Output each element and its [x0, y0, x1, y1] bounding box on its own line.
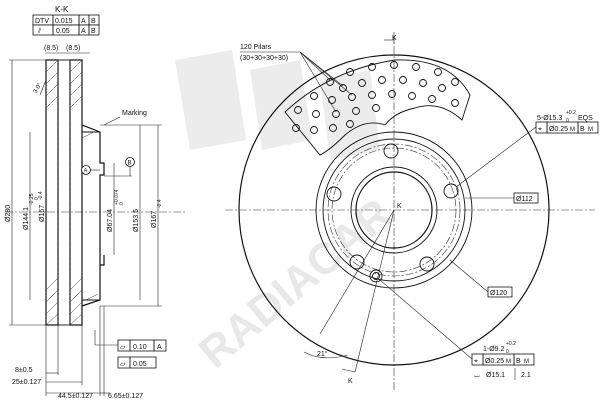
dim-280: Ø280 [5, 205, 12, 222]
vane-thickness-left: (8.5) [44, 45, 58, 52]
fcf-pin-datum: B [516, 358, 521, 365]
pcd-112-box: Ø112 [513, 192, 539, 204]
watermark-logo: RADIACAR [175, 50, 401, 378]
fcf-flat-val: 0.10 [133, 344, 147, 351]
fcf-pin-sym: ⌖ [474, 358, 478, 365]
horizontal-dimensions [45, 306, 110, 396]
pillar-cutaway [284, 59, 471, 156]
pin-depth-val: 2.1 [521, 372, 531, 379]
bolt-holes [326, 143, 459, 272]
fcf-par2-sym: ▱ [120, 361, 126, 368]
dim-153: Ø153.5 [133, 209, 140, 232]
pcd-120-box: Ø120 [487, 286, 513, 298]
pin-label: 1-Ø9.2 [483, 346, 505, 353]
cut-line-k [319, 36, 395, 373]
vertical-dimensions [9, 59, 162, 326]
holes-tol-lower: 0 [566, 118, 569, 124]
marking-label: Marking [122, 110, 147, 117]
holes-tol-upper: +0.2 [566, 110, 576, 116]
fcf-pin-tol: Ø0.25 [485, 358, 504, 365]
fcf-dtv: DTV 0.015 A B [32, 14, 100, 26]
pin-depth-sym: ⌴ [474, 372, 480, 379]
fcf-holes-m2: M [588, 127, 593, 133]
fcf-holes-m: M [570, 127, 575, 133]
dim-67: Ø67.04 [107, 209, 114, 232]
dim-167a: Ø167 [39, 205, 46, 222]
dim-167b: Ø167 [151, 211, 158, 228]
cut-k-top: K [392, 35, 397, 42]
angle-21: 21° [317, 350, 328, 358]
fcf-par-datum-a: A [81, 28, 86, 35]
datum-b: B [128, 161, 132, 167]
angle-label: 3.0° [33, 82, 44, 95]
holes-label: 5-Ø15.3 [537, 115, 562, 122]
dim-167a-tol: -0.4 [38, 191, 44, 200]
fcf-parallelism: ⫽ 0.05 A B [32, 24, 100, 36]
dim-8: 8±0.5 [15, 367, 33, 374]
fcf-par-value: 0.05 [56, 28, 70, 35]
holes-eqs: EQS [578, 115, 593, 122]
fcf-par-datum-b: B [91, 28, 96, 35]
fcf-par2-val: 0.05 [133, 361, 147, 368]
fcf-flatness: ⏥ 0.10 A [117, 339, 167, 352]
dim-144-tol-lower: 0 [34, 197, 40, 200]
fcf-holes-datum: B [580, 126, 585, 133]
fcf-flat-sym: ⏥ [120, 344, 126, 351]
pin-tol-upper: +0.2 [506, 341, 516, 347]
pin-depth: Ø15.1 [486, 372, 505, 379]
disc-section [45, 59, 105, 326]
dim-67-tol-lower: 0 [119, 202, 125, 205]
pillars-label: 120 Pilars [240, 44, 272, 51]
dim-144: Ø144.1 [23, 207, 30, 230]
fcf-pin-m2: M [524, 359, 529, 365]
fcf-holes: ⌖ Ø0.25 M B M [535, 121, 599, 134]
fcf-dtv-datum-b: B [91, 18, 96, 25]
dim-144-tol-upper: -0.25 [29, 193, 35, 205]
dim-67-tol-upper: +0.074 [114, 189, 120, 205]
fcf-par-symbol: ⫽ [37, 27, 42, 35]
pin-tol-lower: 0 [506, 349, 509, 355]
dim-44: 44.5±0.127 [58, 393, 93, 400]
fcf-dtv-label: DTV [35, 18, 49, 25]
dim-665: 6.65±0.127 [108, 393, 143, 400]
fcf-dtv-value: 0.015 [55, 18, 73, 25]
pcd-112: Ø112 [516, 196, 533, 203]
pcd-120: Ø120 [490, 290, 507, 297]
fcf-pin-m: M [506, 359, 511, 365]
fcf-holes-sym: ⌖ [538, 126, 542, 133]
vane-thickness-right: (8.5) [66, 45, 80, 52]
fcf-pin: ⌖ Ø0.25 M B M [471, 353, 535, 366]
section-title: K-K [55, 5, 69, 14]
cut-k-center: K [397, 203, 402, 210]
disc-front-view [238, 54, 550, 366]
svg-text:RADIACAR: RADIACAR [190, 189, 401, 377]
cut-k-bottom: K [348, 378, 353, 385]
datum-a: A [84, 169, 88, 175]
fcf-flat-datum: A [157, 344, 162, 351]
fcf-dtv-datum-a: A [81, 18, 86, 25]
pillars-breakdown: (30+30+30+30) [240, 55, 288, 62]
dim-25: 25±0.127 [12, 379, 41, 386]
pin-hole [369, 269, 383, 283]
fcf-parallel-bottom: ▱ 0.05 [117, 356, 157, 369]
dim-167b-tol: -0.4 [157, 199, 163, 208]
fcf-holes-tol: Ø0.25 [549, 126, 568, 133]
